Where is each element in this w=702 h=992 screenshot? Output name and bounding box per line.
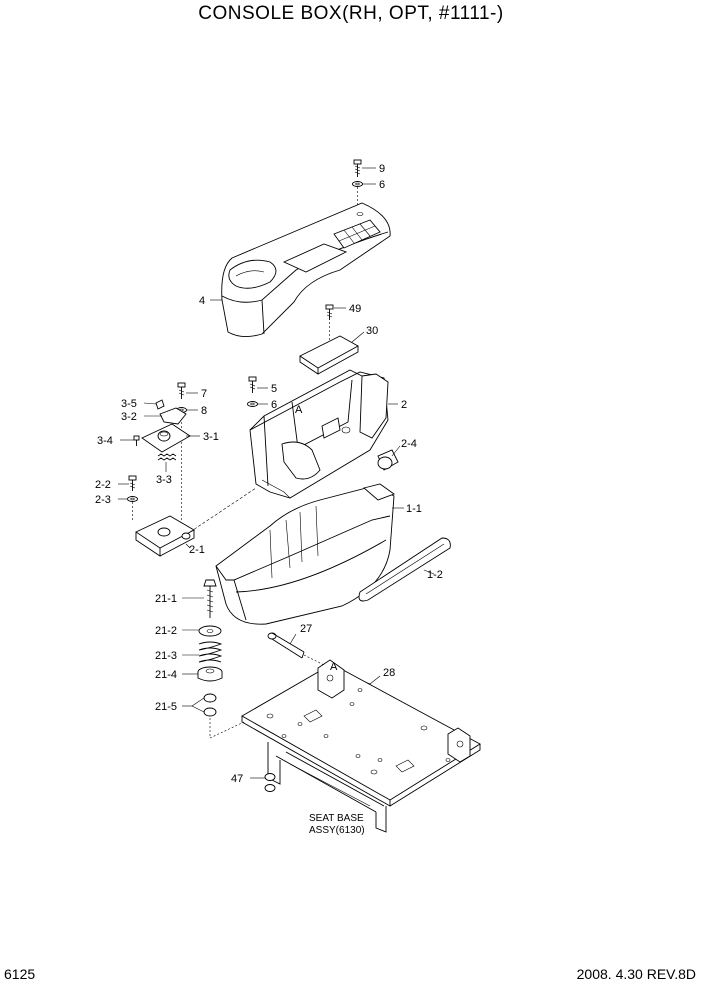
callout-6-middle: 6 (271, 399, 277, 411)
callout-5: 5 (271, 383, 277, 395)
callout-21-3: 21-3 (155, 650, 177, 662)
part-9-screw (353, 159, 362, 177)
part-21-1-bolt (203, 579, 217, 618)
part-1-2-side-trim (358, 537, 451, 602)
seat-base-note-line1: SEAT BASE (309, 813, 364, 824)
part-49-screw (325, 304, 334, 320)
revision-date: 2008. 4.30 REV.8D (576, 966, 696, 982)
page-title: CONSOLE BOX(RH, OPT, #1111-) (198, 3, 504, 24)
callout-8: 8 (201, 405, 207, 417)
callout-21-2: 21-2 (155, 625, 177, 637)
callout-6-top: 6 (379, 179, 385, 191)
part-21-2-washer (198, 625, 222, 637)
part-1-1-console-base (215, 483, 395, 625)
part-2-console-bracket (249, 369, 389, 499)
part-3-latch-assembly (133, 399, 191, 461)
seat-base-reference-note: SEAT BASE ASSY(6130) (309, 813, 365, 836)
seat-base-assembly (241, 659, 481, 833)
part-47-nuts (264, 773, 276, 792)
callout-21-4: 21-4 (155, 669, 177, 681)
page-number: 6125 (4, 966, 36, 982)
callout-2-2: 2-2 (95, 479, 111, 491)
callout-1-2: 1-2 (427, 569, 443, 581)
callout-2-3: 2-3 (95, 494, 111, 506)
part-6-washer-middle (247, 401, 258, 407)
callout-28: 28 (383, 667, 395, 679)
callout-A-bracket: A (295, 404, 303, 416)
callout-1-1: 1-1 (406, 503, 422, 515)
part-7-screw (177, 382, 186, 399)
callout-A-hinge: A (330, 661, 338, 673)
callout-3-1: 3-1 (203, 431, 219, 443)
part-21-5-nuts (203, 693, 217, 717)
callout-9: 9 (379, 163, 385, 175)
seat-base-note-line2: ASSY(6130) (309, 825, 365, 836)
part-27-pin (267, 632, 305, 659)
part-30-plate (299, 335, 359, 375)
callout-47: 47 (231, 773, 243, 785)
part-21-3-spring (198, 641, 223, 663)
part-4-console-cover (221, 202, 391, 337)
callout-7: 7 (201, 388, 207, 400)
part-2-1-latch-plate (135, 515, 195, 557)
callout-21-5: 21-5 (155, 701, 177, 713)
callout-49: 49 (349, 303, 361, 315)
callout-30: 30 (366, 325, 378, 337)
part-21-4-mount (197, 666, 223, 682)
callout-21-1: 21-1 (155, 593, 177, 605)
part-2-2-bolt (128, 475, 137, 491)
part-5-screw (248, 376, 257, 393)
callout-labels: 9 6 4 49 30 7 8 3-5 3-2 3-4 3-1 3-3 5 6 … (95, 163, 443, 785)
callout-2: 2 (401, 399, 407, 411)
leader-lines (118, 167, 435, 779)
callout-2-1: 2-1 (189, 544, 205, 556)
callout-3-3: 3-3 (156, 474, 172, 486)
callout-2-4: 2-4 (401, 438, 417, 450)
callout-3-4: 3-4 (97, 435, 113, 447)
callout-27: 27 (300, 623, 312, 635)
callout-4: 4 (199, 295, 205, 307)
callout-3-5: 3-5 (121, 398, 137, 410)
part-2-3-washer (127, 496, 138, 502)
part-6-washer-top (352, 181, 363, 187)
part-2-4-rubber-stop (377, 449, 399, 471)
callout-3-2: 3-2 (121, 411, 137, 423)
